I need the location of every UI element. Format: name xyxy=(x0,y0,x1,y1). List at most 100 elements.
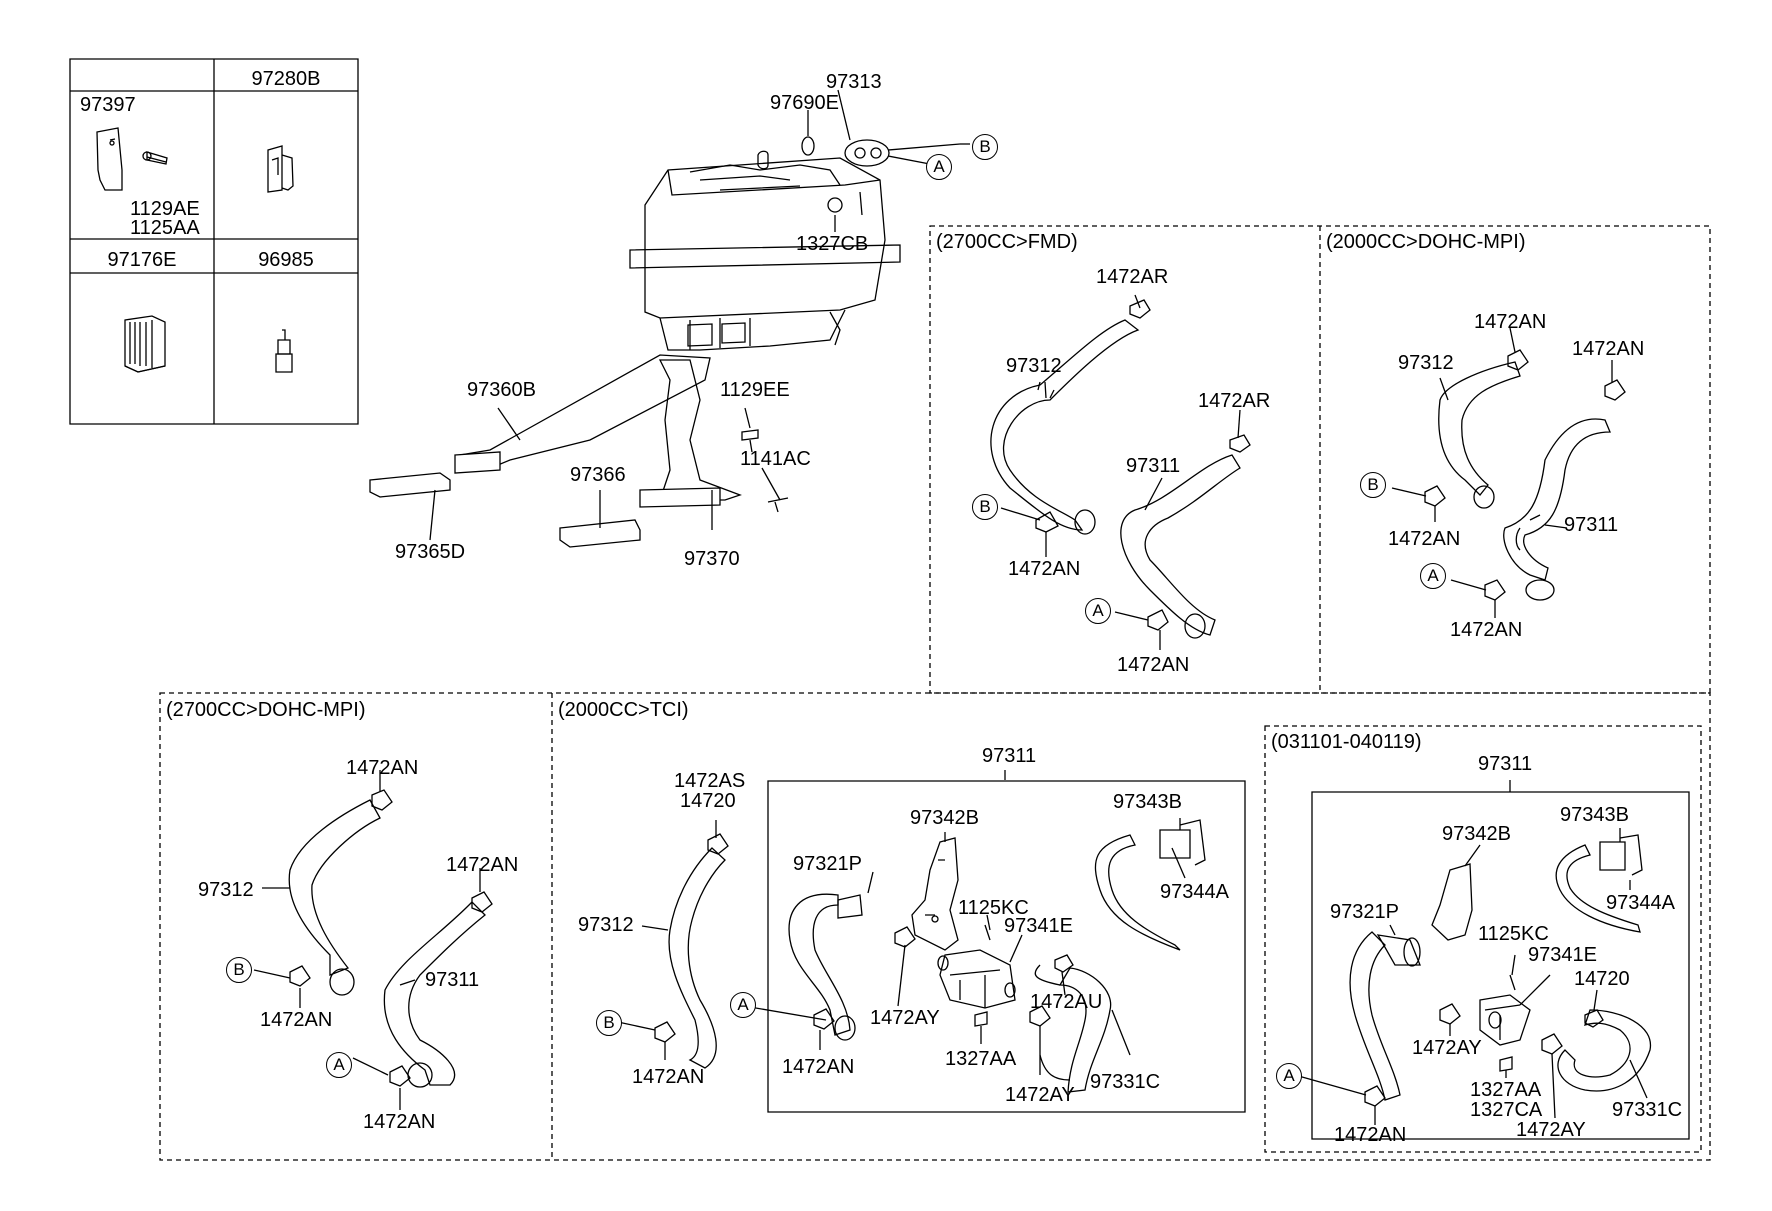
date-label-1472an: 1472AN xyxy=(1334,1124,1407,1146)
bracket-97397-icon xyxy=(97,128,167,190)
tci-clamps xyxy=(655,834,1073,1042)
tci-label-1472au: 1472AU xyxy=(1030,991,1103,1013)
date-ref-a: A xyxy=(1276,1063,1302,1089)
fmd-label-1472ar-right: 1472AR xyxy=(1198,390,1271,412)
date-clamps xyxy=(1365,975,1603,1106)
dohc2000-label-1472an-bottom: 1472AN xyxy=(1450,619,1523,641)
tci-label-97341e: 97341E xyxy=(1004,915,1073,937)
tci-leaders xyxy=(618,770,1185,1075)
dohc2700-label-97312: 97312 xyxy=(198,879,254,901)
label-1141ac: 1141AC xyxy=(740,448,811,470)
tci-label-97331c: 97331C xyxy=(1090,1071,1161,1093)
dohc2000-ref-b: B xyxy=(1360,472,1386,498)
date-label-97331c: 97331C xyxy=(1612,1099,1683,1121)
label-1129ee: 1129EE xyxy=(720,379,790,401)
date-valve xyxy=(1432,864,1530,1045)
date-label-1327aa: 1327AA xyxy=(1470,1079,1542,1101)
label-97365d: 97365D xyxy=(395,541,466,563)
label-97370: 97370 xyxy=(684,548,740,570)
resistor-97176e-icon xyxy=(125,316,165,372)
label-97690e: 97690E xyxy=(770,92,839,114)
tci-label-97342b: 97342B xyxy=(910,807,979,829)
tci-label-97344a: 97344A xyxy=(1160,881,1229,903)
section-title-fmd-2700: (2700CC>FMD) xyxy=(936,231,1078,253)
label-1327cb: 1327CB xyxy=(796,233,869,255)
top-leader-lines xyxy=(430,90,850,540)
legend-part-1125aa: 1125AA xyxy=(130,217,200,239)
heater-unit-drawing xyxy=(630,151,900,350)
section-borders xyxy=(160,226,1710,1160)
dohc2700-ref-a: A xyxy=(326,1052,352,1078)
label-97313: 97313 xyxy=(826,71,882,93)
dohc2700-leaders xyxy=(254,770,480,1110)
tci-valve-body xyxy=(938,950,1015,1008)
date-label-97311: 97311 xyxy=(1478,753,1533,775)
dohc2700-label-1472an-bottom: 1472AN xyxy=(363,1111,436,1133)
tci-label-97321p: 97321P xyxy=(793,853,862,875)
legend-header-97176e: 97176E xyxy=(107,249,177,271)
dohc2700-ref-b: B xyxy=(226,957,252,983)
fmd-label-1472an-left: 1472AN xyxy=(1008,558,1081,580)
tci-label-14720: 14720 xyxy=(680,790,736,812)
label-97366: 97366 xyxy=(570,464,626,486)
date-label-1125kc: 1125KC xyxy=(1478,923,1549,945)
dohc2700-label-97311: 97311 xyxy=(425,969,480,991)
date-leaders xyxy=(1295,780,1647,1125)
legend-header-97280b: 97280B xyxy=(251,68,321,90)
tci-valve-bracket xyxy=(912,838,958,950)
dohc2000-label-1472an-mid: 1472AN xyxy=(1388,528,1461,550)
dohc2700-hoses xyxy=(289,800,485,1087)
tci-ref-b: B xyxy=(596,1010,622,1036)
tci-label-1327aa: 1327AA xyxy=(945,1048,1017,1070)
section-title-date-range: (031101-040119) xyxy=(1271,731,1422,753)
section-title-dohc-2000: (2000CC>DOHC-MPI) xyxy=(1326,231,1526,253)
tci-label-1472ay-left: 1472AY xyxy=(870,1007,940,1029)
fmd-leaders xyxy=(1001,295,1240,650)
dohc2000-label-1472an-top: 1472AN xyxy=(1474,311,1547,333)
tci-label-1472ay-bottom: 1472AY xyxy=(1005,1084,1075,1106)
fmd-ref-a: A xyxy=(1085,598,1111,624)
tci-label-97343b: 97343B xyxy=(1113,791,1182,813)
fmd-ref-b: B xyxy=(972,494,998,520)
fmd-label-97312: 97312 xyxy=(1006,355,1062,377)
date-hoses xyxy=(1350,932,1650,1100)
tci-label-97311: 97311 xyxy=(982,745,1037,767)
dohc2000-label-1472an-right: 1472AN xyxy=(1572,338,1645,360)
tci-label-1472an-mid: 1472AN xyxy=(782,1056,855,1078)
dohc2700-clamps xyxy=(290,790,492,1086)
section-title-tci-2000: (2000CC>TCI) xyxy=(558,699,689,721)
dohc2000-hoses xyxy=(1439,362,1610,600)
legend-box-frame xyxy=(70,59,358,424)
date-label-1472ay-bottom: 1472AY xyxy=(1516,1119,1586,1141)
legend-part-97397: 97397 xyxy=(80,94,136,116)
date-label-1472ay-left: 1472AY xyxy=(1412,1037,1482,1059)
date-label-14720: 14720 xyxy=(1574,968,1630,990)
sensor-96985-icon xyxy=(276,330,292,372)
legend-part-1129ae: 1129AE xyxy=(130,198,200,220)
tci-actuator xyxy=(1095,820,1205,950)
fmd-label-1472ar-top: 1472AR xyxy=(1096,266,1169,288)
dohc2000-ref-a: A xyxy=(1420,563,1446,589)
fmd-label-1472an-bottom: 1472AN xyxy=(1117,654,1190,676)
tci-hoses xyxy=(669,848,1111,1092)
connector-97280b-icon xyxy=(268,146,293,192)
screw-1129ee-icon xyxy=(742,430,758,452)
ducts-drawing xyxy=(370,355,740,547)
tci-label-1472as: 1472AS xyxy=(674,770,746,792)
fmd-hoses xyxy=(991,320,1240,638)
date-label-97344a: 97344A xyxy=(1606,892,1675,914)
ref-marker-b: B xyxy=(972,134,998,160)
tci-label-97312: 97312 xyxy=(578,914,634,936)
tci-label-1125kc: 1125KC xyxy=(958,897,1029,919)
dohc2700-label-1472an-mid: 1472AN xyxy=(260,1009,333,1031)
dohc2000-label-97311: 97311 xyxy=(1564,514,1619,536)
o-ring-97690e-icon xyxy=(802,137,814,155)
screw-1141ac-icon xyxy=(768,498,788,512)
ref-marker-a: A xyxy=(926,154,952,180)
date-label-97341e: 97341E xyxy=(1528,944,1597,966)
dohc2000-clamps xyxy=(1425,350,1625,600)
fmd-label-97311: 97311 xyxy=(1126,455,1181,477)
dohc2700-label-1472an-top: 1472AN xyxy=(346,757,419,779)
